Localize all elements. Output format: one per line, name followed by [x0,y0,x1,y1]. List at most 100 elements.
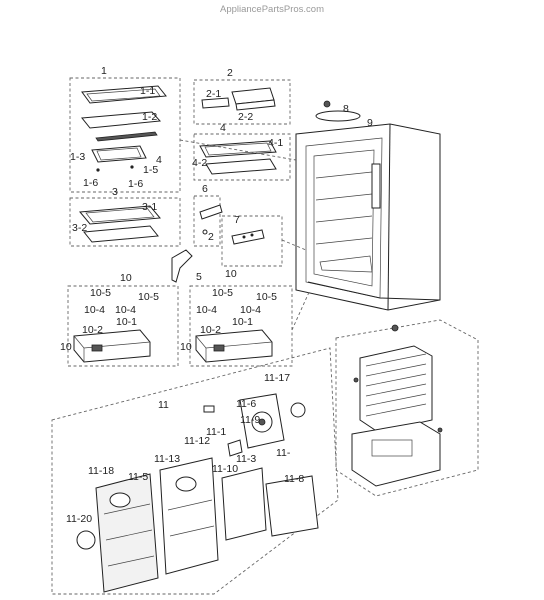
callout-4-2: 4-2 [192,157,207,169]
group-4-shelf: 4 4-1 4-2 [192,122,291,181]
callout-4: 4 [220,122,226,134]
callout-11-12: 11-12 [184,435,210,447]
callout-9: 9 [367,117,373,129]
callout-10-1-a: 10-1 [116,316,137,328]
group-4-boundary [193,133,291,181]
callout-11-5: 11-5 [128,471,148,483]
callout-11-18: 11-18 [88,465,114,477]
part-evaporator-coil[interactable] [359,345,433,433]
callout-8: 8 [343,103,349,115]
callout-10-4-a: 10-4 [84,304,105,316]
callout-1-5: 1-5 [143,164,158,176]
callout-10-2-b: 10-2 [200,324,221,336]
callout-1-3: 1-3 [70,151,85,163]
callout-2-small: 2 [208,231,214,243]
callout-10-5-b: 10-5 [138,291,159,303]
callout-2-1: 2-1 [206,88,221,100]
group-10-right-crisper: 10-5 10-5 10-4 10-4 10-1 10-2 10 [180,285,293,367]
part-drawer-handle-left[interactable] [91,344,103,352]
part-sensor[interactable] [391,324,399,332]
refrigerator-cabinet: 8 9 [295,100,441,311]
callout-2: 2 [227,67,233,79]
part-11-18-dispenser-panel[interactable] [95,473,159,593]
group-10-left-crisper: 10 10-5 10-5 10-4 10-4 10-1 10-2 10 [60,272,179,367]
part-11-8-cover[interactable] [265,475,319,537]
callout-3-1: 3-1 [142,201,157,213]
callout-11-20: 11-20 [66,513,92,525]
callout-4-1: 4-1 [268,137,283,149]
group-2-drawer: 2 2-1 2-2 [193,67,291,125]
callout-11-6: 11-6 [236,398,256,410]
callout-10-5-c: 10-5 [212,287,233,299]
callout-5: 5 [196,271,202,283]
callout-11-dash: 11- [276,447,291,459]
part-1-1-shelf-frame[interactable] [81,85,167,104]
callout-7: 7 [234,214,240,226]
part-5-hinge[interactable] [171,249,193,283]
group-10-right-boundary [189,285,293,367]
group-3-boundary [69,197,181,247]
cabinet-body[interactable] [295,123,441,311]
part-3-1-shelf-frame[interactable] [79,205,161,225]
watermark: AppliancePartsPros.com [219,4,325,15]
group-10-left-boundary [67,285,179,367]
callout-6: 6 [202,183,208,195]
part-11-17-gear[interactable] [290,402,306,418]
part-duct[interactable] [221,467,267,541]
part-10-2-crisper-drawer-right[interactable] [195,329,273,363]
leader-line [291,289,311,331]
part-6-bracket[interactable] [199,204,223,220]
group-6-boundary [193,195,221,247]
callout-11-8: 11-8 [284,473,304,485]
group-1-shelf-assembly: 1 1-1 1-2 1-3 4 1-5 1-6 1-6 [69,65,181,193]
callout-10-5-d: 10-5 [256,291,277,303]
part-7-bracket[interactable] [231,229,265,245]
callout-10-4-c: 10-4 [196,304,217,316]
callout-10-4-b: 10-4 [115,304,136,316]
group-7-boundary [221,215,283,267]
callout-11-1: 11-1 [206,426,226,438]
group-2-boundary [193,79,291,125]
part-2-1-cover[interactable] [201,97,230,109]
group-1-boundary [69,77,181,193]
part-11-3-switch[interactable] [227,439,243,457]
part-4-2-glass[interactable] [205,158,277,175]
part-small-bracket[interactable] [203,405,215,413]
callout-11-17: 11-17 [264,372,290,384]
callout-10-1-b: 10-1 [232,316,253,328]
part-11-20-o-ring[interactable] [76,530,96,550]
callout-1: 1 [101,65,107,77]
cabinet-control-panel[interactable] [371,163,381,209]
part-3-2-glass[interactable] [83,225,159,243]
leader-line [281,239,307,251]
part-back-cover[interactable] [351,421,441,487]
callout-1-2: 1-2 [142,111,157,123]
callout-11-10: 11-10 [212,463,238,475]
group-11-boundary [51,347,339,595]
group-6-7-brackets: 6 7 2 10 5 [171,183,283,283]
callout-10-left: 10 [120,272,132,284]
callout-10-center: 10 [225,268,237,280]
part-11-10-inner-housing[interactable] [159,457,219,575]
callout-3-2: 3-2 [72,222,87,234]
callout-10-side-a: 10 [60,341,72,353]
part-trim-bar[interactable] [95,131,158,142]
callout-11-9: 11-9 [240,414,260,426]
callout-10-4-d: 10-4 [240,304,261,316]
callout-2-2: 2-2 [238,111,253,123]
part-1-2-glass[interactable] [81,111,162,129]
part-8-bulb[interactable] [323,100,331,108]
group-3-shelf: 3 3-1 3-2 [69,186,181,247]
part-9-cover[interactable] [315,110,361,122]
part-10-2-crisper-drawer-left[interactable] [73,329,151,363]
callout-10-side-b: 10 [180,341,192,353]
callout-11: 11 [158,399,169,411]
callout-3: 3 [112,186,118,198]
callout-4-small: 4 [156,154,162,166]
part-1-3-frame[interactable] [91,145,147,163]
group-11-dispenser-assembly: 11 11-17 11-6 11-9 11- 11-1 11-12 11-3 1… [51,347,339,595]
part-drawer-handle-right[interactable] [213,344,225,352]
callout-11-3: 11-3 [236,453,256,465]
callout-1-6-left: 1-6 [83,177,98,189]
